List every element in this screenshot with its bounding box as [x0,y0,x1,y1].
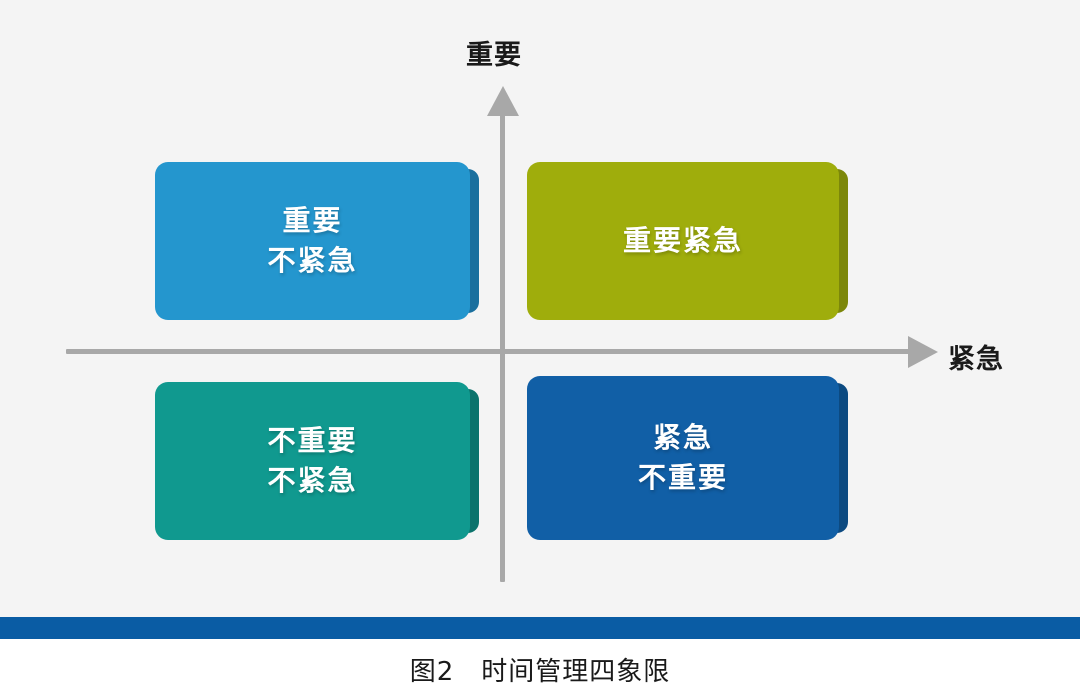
quadrant-important-not-urgent[interactable]: 重要 不紧急 [155,162,479,320]
quadrant-important-urgent[interactable]: 重要紧急 [527,162,848,320]
quadrant-label-group: 不重要 不紧急 [267,421,357,501]
figure-caption: 图2 时间管理四象限 [409,656,671,687]
quadrant-label-line-1: 紧急 [652,422,713,454]
quadrant-front-face [527,376,839,540]
vertical-axis-arrow-icon [487,86,519,116]
quadrant-label-group: 重要紧急 [623,221,743,261]
caption-area: 图2 时间管理四象限 [0,639,1080,699]
quadrant-front-face [155,382,470,540]
quadrant-label-line-2: 不重要 [637,462,728,493]
quadrant-label-line-1: 重要 [282,205,343,237]
quadrant-label-line-1: 重要紧急 [622,225,743,257]
quadrant-label-line-1: 不重要 [267,425,358,457]
quadrant-label-line-2: 不紧急 [267,465,358,496]
horizontal-axis-arrow-icon [908,336,938,368]
accent-bar [0,617,1080,639]
quadrant-front-face [527,162,839,320]
horizontal-axis-line [66,349,922,354]
quadrant-label-line-2: 不紧急 [267,245,358,276]
quadrant-label-group: 重要 不紧急 [267,201,357,281]
horizontal-axis-label: 紧急 [948,344,1004,374]
vertical-axis-line [500,104,505,582]
diagram-canvas: 重要 紧急 重要 不紧急 重要紧急 不重要 不紧急 [0,0,1080,617]
quadrant-not-important-not-urgent[interactable]: 不重要 不紧急 [155,382,479,540]
quadrant-front-face [155,162,470,320]
vertical-axis-label: 重要 [466,40,522,70]
quadrant-urgent-not-important[interactable]: 紧急 不重要 [527,376,848,540]
quadrant-label-group: 紧急 不重要 [638,418,728,498]
